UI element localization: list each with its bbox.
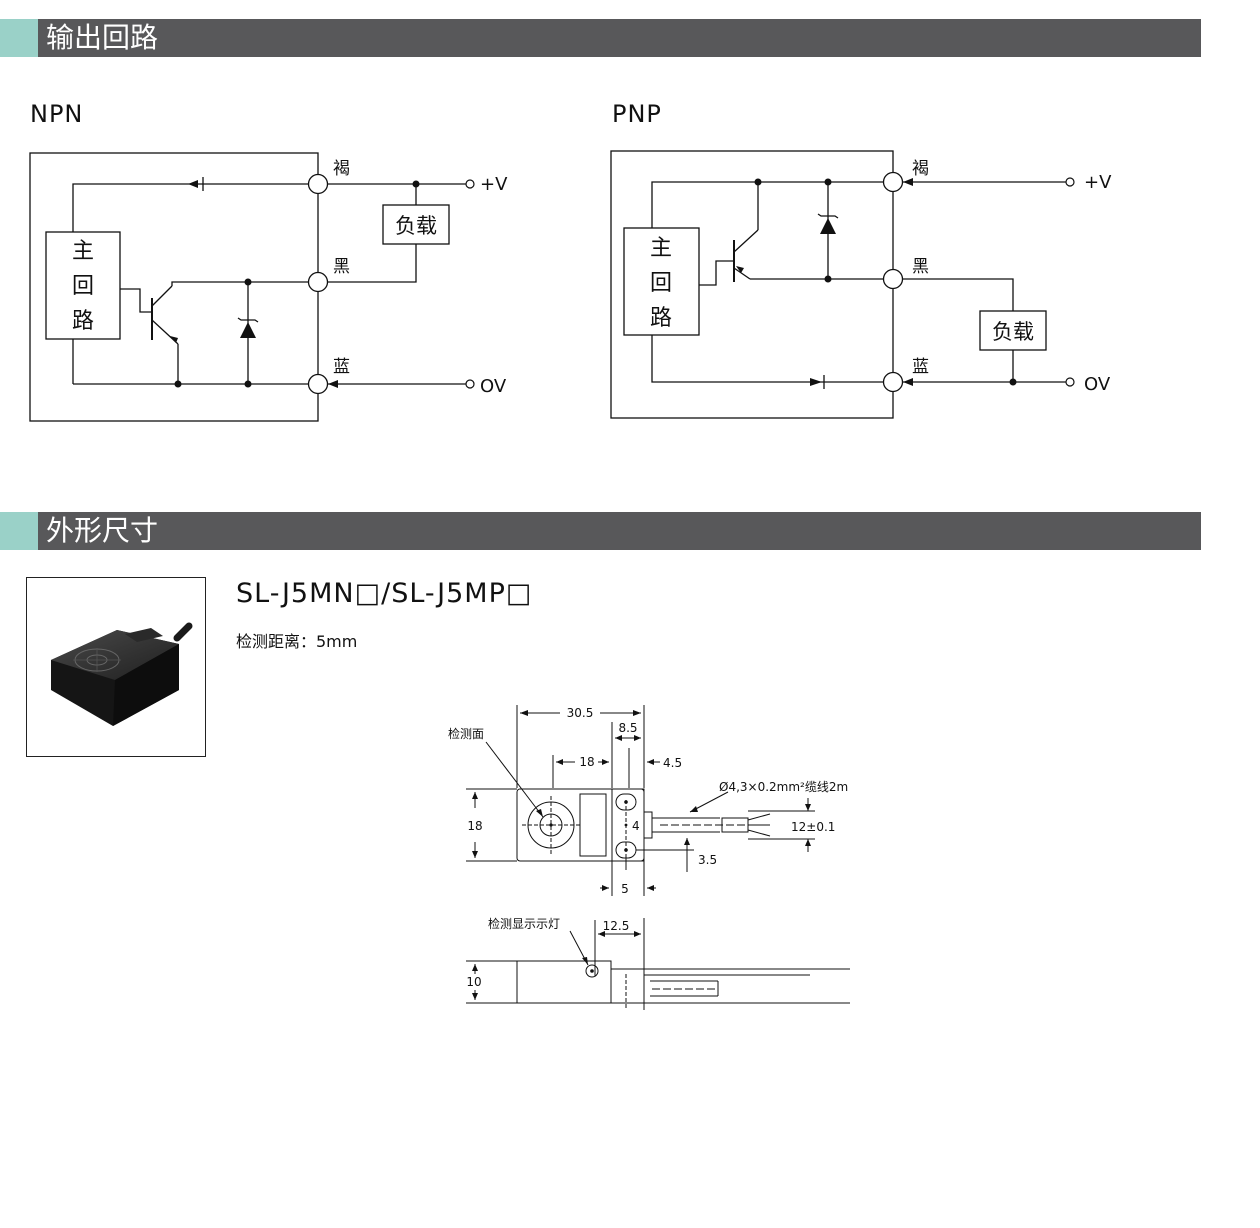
indicator-label: 检测显示示灯 — [488, 916, 560, 931]
pnp-zero-v-label: OV — [1084, 374, 1111, 395]
section-accent — [0, 19, 38, 57]
dim-10: 10 — [466, 975, 481, 989]
pnp-terminal-brown — [882, 171, 904, 193]
npn-terminal-black — [307, 271, 329, 293]
dim-18-top: 18 — [579, 755, 594, 769]
npn-circuit-diagram: 主 回 路 褐 黑 蓝 +V OV 负载 — [29, 152, 508, 422]
pnp-main-circuit-box — [623, 227, 700, 336]
section-header-dimensions: 外形尺寸 — [0, 512, 1201, 550]
dimension-drawing: 30.5 8.5 18 4.5 18 4 12±0.1 3.5 5 12.5 1… — [448, 705, 850, 1010]
npn-terminal-brown — [307, 173, 329, 195]
sensing-face-label: 检测面 — [448, 726, 484, 741]
npn-zero-v-label: OV — [480, 376, 507, 397]
dim-4: 4 — [632, 819, 640, 833]
npn-title: NPN — [30, 100, 84, 128]
npn-main-char-1: 主 — [72, 239, 94, 264]
pnp-main-char-1: 主 — [650, 236, 672, 261]
pnp-zener-icon — [820, 218, 836, 234]
product-photo — [26, 577, 206, 757]
sensor-image — [51, 622, 193, 726]
dim-4-5: 4.5 — [663, 756, 682, 770]
pnp-title: PNP — [612, 100, 662, 128]
pnp-wire-brown-label: 褐 — [912, 159, 929, 179]
dim-12-5: 12.5 — [603, 919, 630, 933]
pnp-terminal-black — [882, 268, 904, 290]
section-header-output-circuit: 输出回路 — [0, 19, 1201, 57]
section-accent — [0, 512, 38, 550]
pnp-circuit-diagram: 主 回 路 褐 黑 蓝 +V OV 负载 — [610, 150, 1112, 419]
npn-main-char-2: 回 — [72, 274, 94, 299]
pnp-terminal-blue — [882, 371, 904, 393]
pnp-plus-v-label: +V — [1084, 172, 1112, 193]
pnp-main-char-2: 回 — [650, 271, 672, 296]
cable-spec-label: Ø4,3×0.2mm²缆线2m — [719, 780, 848, 794]
dim-18-left: 18 — [467, 819, 482, 833]
npn-terminal-blue — [307, 373, 329, 395]
section-title: 输出回路 — [46, 21, 159, 54]
detect-range: 检测距离：5mm — [236, 632, 358, 651]
npn-main-circuit-box — [45, 231, 121, 340]
dim-12: 12±0.1 — [791, 820, 835, 834]
npn-main-char-3: 路 — [72, 309, 94, 334]
npn-zener-icon — [240, 322, 256, 338]
section-title: 外形尺寸 — [46, 514, 159, 547]
pnp-wire-black-label: 黑 — [912, 257, 929, 277]
dim-8-5: 8.5 — [618, 721, 637, 735]
npn-wire-black-label: 黑 — [333, 257, 350, 277]
npn-wire-brown-label: 褐 — [333, 159, 350, 179]
product-model: SL-J5MN□/SL-J5MP□ — [236, 578, 533, 609]
npn-load-label: 负载 — [395, 214, 437, 238]
pnp-load-label: 负载 — [992, 320, 1034, 344]
pnp-main-char-3: 路 — [650, 306, 672, 331]
dim-3-5: 3.5 — [698, 853, 717, 867]
npn-arrow-icon — [188, 180, 198, 188]
npn-plus-v-label: +V — [480, 174, 508, 195]
dim-5: 5 — [621, 882, 629, 896]
npn-wire-blue-label: 蓝 — [333, 357, 350, 377]
pnp-wire-blue-label: 蓝 — [912, 357, 929, 377]
pnp-arrow-icon — [810, 378, 822, 386]
dim-30-5: 30.5 — [567, 706, 594, 720]
